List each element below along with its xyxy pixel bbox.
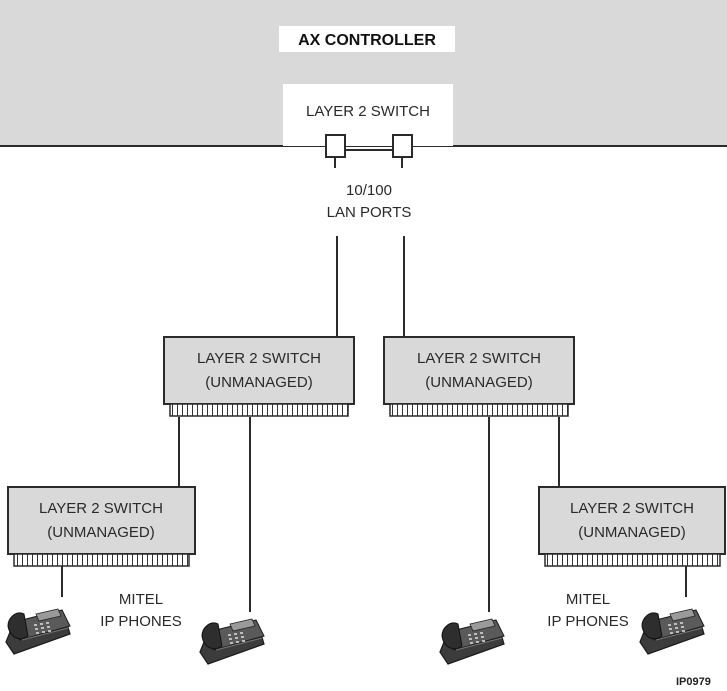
switch-bottom-right: LAYER 2 SWITCH (UNMANAGED)	[538, 486, 726, 567]
switch-label-line2: (UNMANAGED)	[47, 524, 155, 541]
switch-label-line1: LAYER 2 SWITCH	[197, 350, 321, 367]
controller-title: AX CONTROLLER	[298, 32, 436, 49]
switch-label-line1: LAYER 2 SWITCH	[570, 500, 694, 517]
ip-phone-icon	[439, 618, 505, 665]
switch-label-line1: LAYER 2 SWITCH	[417, 350, 541, 367]
lan-ports-label-line2: LAN PORTS	[327, 204, 412, 221]
switch-port-strip	[544, 553, 721, 567]
switch-mid-left: LAYER 2 SWITCH (UNMANAGED)	[163, 336, 355, 417]
switch-label-line1: LAYER 2 SWITCH	[39, 500, 163, 517]
switch-port-strip	[13, 553, 190, 567]
switch-port-strip	[389, 403, 569, 417]
lan-port-1	[325, 134, 346, 158]
phone-label-left-line2: IP PHONES	[100, 613, 181, 630]
switch-port-strip	[169, 403, 349, 417]
lan-ports	[325, 134, 413, 168]
switch-bottom-left: LAYER 2 SWITCH (UNMANAGED)	[7, 486, 196, 567]
switch-box	[7, 486, 196, 555]
phone-label-left-line1: MITEL	[119, 591, 163, 608]
ip-phone-icon	[199, 618, 265, 665]
ip-phone-icon	[5, 608, 71, 655]
lan-port-2	[392, 134, 413, 158]
internal-switch-label: LAYER 2 SWITCH	[306, 103, 430, 120]
switch-box	[538, 486, 726, 555]
switch-label-line2: (UNMANAGED)	[205, 374, 313, 391]
connection-lines	[61, 236, 687, 612]
controller-title-plate	[279, 26, 455, 52]
phone-label-right-line1: MITEL	[566, 591, 610, 608]
switch-box	[383, 336, 575, 405]
internal-switch-plate	[283, 84, 453, 146]
ax-controller: AX CONTROLLER LAYER 2 SWITCH	[0, 0, 727, 147]
switch-label-line2: (UNMANAGED)	[425, 374, 533, 391]
phone-label-right-line2: IP PHONES	[547, 613, 628, 630]
switch-box	[163, 336, 355, 405]
switch-mid-right: LAYER 2 SWITCH (UNMANAGED)	[383, 336, 575, 417]
switch-label-line2: (UNMANAGED)	[578, 524, 686, 541]
figure-reference: IP0979	[676, 676, 711, 688]
lan-ports-label-line1: 10/100	[346, 182, 392, 199]
ip-phone-icon	[639, 608, 705, 655]
